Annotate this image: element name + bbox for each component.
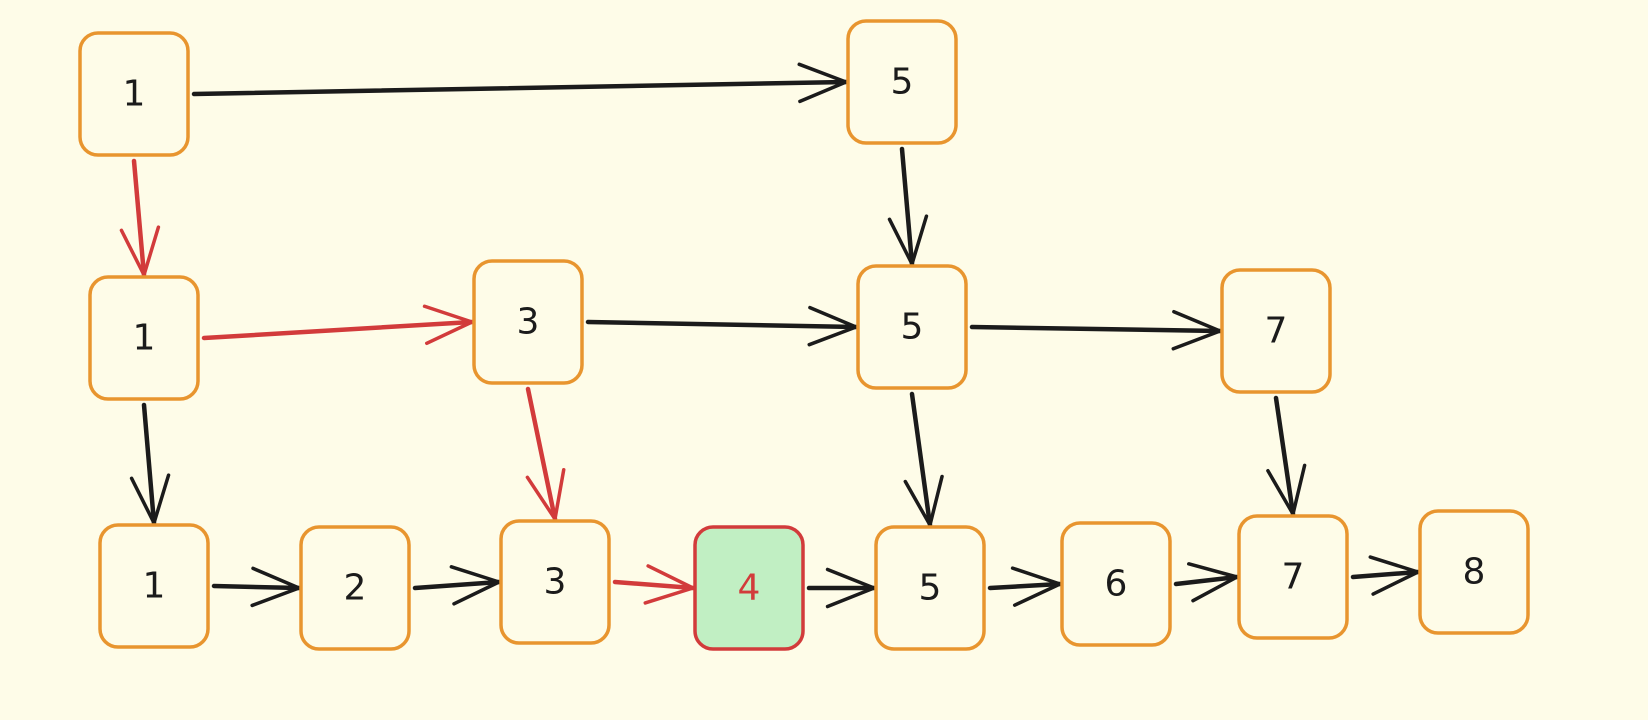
node-box: [846, 19, 958, 145]
node-box: [1220, 268, 1332, 394]
edge-line: [1273, 395, 1296, 517]
edge-line: [191, 79, 849, 97]
arrowhead: [119, 225, 161, 277]
node-label: 5: [919, 568, 942, 609]
node-level-0-4-target: 4: [693, 525, 805, 651]
edge-line: [131, 158, 147, 278]
arrowhead: [825, 567, 876, 609]
edge-line: [612, 579, 696, 591]
node-box: [472, 259, 584, 385]
node-box: [693, 525, 805, 651]
edge-1-to-2: [211, 566, 302, 608]
node-level-0-2: 2: [299, 525, 411, 651]
node-label: 7: [1282, 557, 1305, 598]
node-box: [88, 275, 200, 401]
node-label: 1: [143, 566, 166, 607]
node-box: [98, 523, 210, 649]
edge-7-to-8: [1350, 555, 1421, 596]
arrowhead: [903, 474, 944, 527]
node-level-1-7: 7: [1220, 268, 1332, 394]
edge-line: [585, 319, 859, 330]
node-label: 6: [1105, 564, 1128, 605]
edge-line: [141, 402, 157, 526]
node-box: [1418, 509, 1530, 635]
node-box: [78, 31, 190, 157]
edge-line: [987, 581, 1063, 591]
arrowhead: [525, 468, 566, 521]
edge-1-to-5: [191, 62, 849, 104]
node-level-1-3: 3: [472, 259, 584, 385]
node-box: [299, 525, 411, 651]
edge-3-to-5: [585, 305, 859, 347]
node-level-2-5: 5: [846, 19, 958, 145]
edge-1-to-1: [129, 402, 171, 526]
node-level-0-6: 6: [1060, 521, 1172, 647]
node-level-0-8: 8: [1418, 509, 1530, 635]
edge-line: [412, 579, 502, 591]
arrowhead: [797, 62, 848, 104]
node-label: 2: [344, 568, 367, 609]
node-box: [1237, 514, 1349, 640]
node-label: 5: [891, 62, 914, 103]
edge-6-to-7: [1173, 562, 1240, 603]
arrowhead: [887, 214, 929, 266]
node-level-1-5: 5: [856, 264, 968, 390]
arrowhead: [643, 564, 695, 605]
arrowhead: [1171, 309, 1222, 351]
edge-4-to-5: [806, 567, 877, 609]
node-label: 4: [738, 568, 761, 609]
node-level-0-1: 1: [98, 523, 210, 649]
node-label: 1: [123, 74, 146, 115]
node-label: 7: [1265, 311, 1288, 352]
edge-line: [909, 391, 933, 528]
arrowhead: [422, 304, 474, 346]
edge-7-to-7: [1266, 395, 1307, 517]
edge-5-to-6: [987, 566, 1063, 607]
arrowhead: [1266, 463, 1307, 516]
node-level-0-3: 3: [499, 519, 611, 645]
node-label: 8: [1463, 552, 1486, 593]
node-box: [856, 264, 968, 390]
arrowhead: [129, 473, 171, 525]
arrowhead: [807, 305, 858, 347]
node-label: 1: [133, 318, 156, 359]
arrowhead: [449, 565, 501, 606]
node-level-1-1: 1: [88, 275, 200, 401]
edge-line: [1173, 574, 1240, 587]
node-box: [1060, 521, 1172, 647]
node-level-0-5: 5: [874, 525, 986, 651]
node-label: 3: [544, 562, 567, 603]
arrowhead: [1010, 566, 1062, 607]
edges-layer: [119, 62, 1421, 609]
edge-line: [899, 146, 915, 267]
node-level-0-7: 7: [1237, 514, 1349, 640]
node-box: [499, 519, 611, 645]
node-level-2-1: 1: [78, 31, 190, 157]
edge-line: [201, 319, 475, 341]
nodes-layer: 1 5 1 3 5 7 1 2 3 4 5 6 7 8: [78, 19, 1530, 651]
edge-1-to-1-search-path: [119, 158, 161, 278]
node-box: [874, 525, 986, 651]
edge-line: [969, 324, 1223, 334]
edge-5-to-5: [887, 146, 929, 267]
edge-2-to-3: [412, 565, 502, 606]
arrowhead: [1187, 562, 1239, 603]
arrowhead: [1368, 555, 1420, 596]
edge-5-to-5: [903, 391, 944, 528]
edge-3-to-3-search-path: [525, 386, 566, 522]
edge-5-to-7: [969, 309, 1223, 351]
edge-line: [525, 386, 558, 522]
edge-line: [211, 583, 302, 591]
edge-1-to-3-search-path: [201, 304, 475, 346]
node-label: 5: [901, 307, 924, 348]
edge-line: [1350, 569, 1421, 580]
edge-3-to-4-search-path: [612, 564, 696, 605]
node-label: 3: [517, 302, 540, 343]
arrowhead: [250, 566, 301, 608]
